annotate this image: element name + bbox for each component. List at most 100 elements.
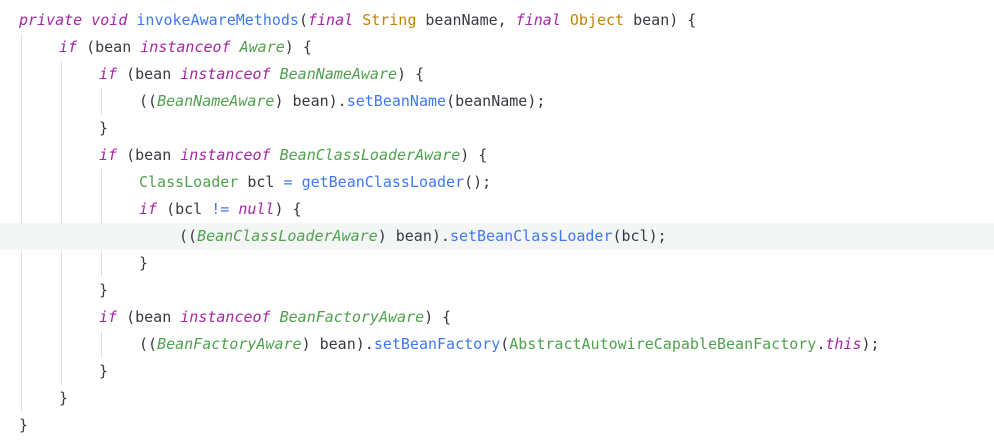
code-token: BeanFactoryAware <box>279 308 425 326</box>
code-token: ) bean). <box>377 227 450 245</box>
code-text: } <box>139 250 148 277</box>
code-token: BeanNameAware <box>157 92 275 110</box>
code-token: } <box>59 389 69 407</box>
code-line[interactable]: if (bean instanceof Aware) { <box>0 34 994 61</box>
code-line[interactable]: } <box>0 358 994 385</box>
code-token: ) bean). <box>301 335 374 353</box>
code-token: } <box>139 254 149 272</box>
code-token: } <box>99 281 109 299</box>
code-token: (bean <box>77 38 141 56</box>
code-token: private <box>19 11 83 29</box>
code-token: bcl <box>238 173 284 191</box>
code-token: != <box>211 200 230 218</box>
code-token: Aware <box>239 38 285 56</box>
code-line[interactable]: if (bcl != null) { <box>0 196 994 223</box>
code-token: final <box>308 11 354 29</box>
code-token: bean) { <box>624 11 697 29</box>
code-token: ) { <box>284 38 312 56</box>
code-text: } <box>19 412 28 439</box>
indent-guide <box>101 331 102 358</box>
code-token: String <box>362 11 417 29</box>
code-token: instanceof <box>180 146 271 164</box>
code-token: = <box>283 173 293 191</box>
code-token: final <box>515 11 561 29</box>
code-text: } <box>99 277 108 304</box>
code-token: ) { <box>460 146 488 164</box>
code-token: instanceof <box>140 38 231 56</box>
code-token: void <box>91 11 128 29</box>
code-token: ); <box>861 335 880 353</box>
code-line[interactable]: } <box>0 385 994 412</box>
code-token <box>229 200 238 218</box>
code-token: BeanClassLoaderAware <box>279 146 461 164</box>
code-token: instanceof <box>180 308 271 326</box>
code-token: ) { <box>397 65 425 83</box>
code-token <box>561 11 570 29</box>
code-token: } <box>99 362 109 380</box>
code-token: if <box>99 146 118 164</box>
code-line[interactable]: } <box>0 412 994 439</box>
code-token: ( <box>500 335 510 353</box>
indent-guide <box>101 88 102 115</box>
code-line-current[interactable]: ((BeanClassLoaderAware) bean).setBeanCla… <box>0 223 994 250</box>
code-token: ) bean). <box>274 92 347 110</box>
code-text: if (bean instanceof Aware) { <box>59 34 312 61</box>
code-text: ((BeanFactoryAware) bean).setBeanFactory… <box>139 331 880 358</box>
code-line[interactable]: ((BeanFactoryAware) bean).setBeanFactory… <box>0 331 994 358</box>
code-text: if (bean instanceof BeanNameAware) { <box>99 61 424 88</box>
code-token: invokeAwareMethods <box>136 11 299 29</box>
code-line[interactable]: ClassLoader bcl = getBeanClassLoader(); <box>0 169 994 196</box>
code-token: BeanClassLoaderAware <box>197 227 378 245</box>
code-token: (( <box>139 335 158 353</box>
code-token: Object <box>569 11 625 29</box>
code-token: if <box>99 308 118 326</box>
code-token: BeanFactoryAware <box>157 335 302 353</box>
code-token: (); <box>464 173 492 191</box>
code-text: private void invokeAwareMethods(final St… <box>19 7 696 34</box>
code-text: } <box>99 358 108 385</box>
code-token: setBeanFactory <box>373 335 501 353</box>
code-token <box>82 11 91 29</box>
code-line[interactable]: if (bean instanceof BeanFactoryAware) { <box>0 304 994 331</box>
code-line[interactable]: if (bean instanceof BeanNameAware) { <box>0 61 994 88</box>
code-line[interactable]: } <box>0 277 994 304</box>
code-token: null <box>238 200 275 218</box>
code-token: this <box>825 335 862 353</box>
code-token <box>231 38 240 56</box>
code-token: ) { <box>274 200 302 218</box>
code-token: instanceof <box>180 65 271 83</box>
code-text: if (bean instanceof BeanClassLoaderAware… <box>99 142 487 169</box>
code-text: ((BeanClassLoaderAware) bean).setBeanCla… <box>179 223 667 250</box>
code-token: } <box>99 119 109 137</box>
code-text: } <box>99 115 108 142</box>
code-token: AbstractAutowireCapableBeanFactory <box>509 335 817 353</box>
code-token: ) { <box>424 308 452 326</box>
code-token: setBeanName <box>346 92 447 110</box>
code-token: if <box>99 65 118 83</box>
code-token: (bean <box>117 308 181 326</box>
code-token <box>271 65 280 83</box>
code-text: } <box>59 385 68 412</box>
code-token: if <box>59 38 78 56</box>
code-text: if (bcl != null) { <box>139 196 302 223</box>
code-line[interactable]: ((BeanNameAware) bean).setBeanName(beanN… <box>0 88 994 115</box>
code-token: (bean <box>117 65 181 83</box>
code-token: ClassLoader <box>139 173 239 191</box>
code-line[interactable]: if (bean instanceof BeanClassLoaderAware… <box>0 142 994 169</box>
code-text: ClassLoader bcl = getBeanClassLoader(); <box>139 169 491 196</box>
code-token: if <box>139 200 158 218</box>
code-token: (bean <box>117 146 181 164</box>
code-line[interactable]: } <box>0 115 994 142</box>
code-token: getBeanClassLoader <box>301 173 465 191</box>
code-token <box>271 308 280 326</box>
code-line[interactable]: } <box>0 250 994 277</box>
code-text: ((BeanNameAware) bean).setBeanName(beanN… <box>139 88 545 115</box>
code-token: ( <box>298 11 308 29</box>
code-token <box>353 11 362 29</box>
code-token: (bcl <box>157 200 212 218</box>
code-token: setBeanClassLoader <box>449 227 613 245</box>
code-line[interactable]: private void invokeAwareMethods(final St… <box>0 7 994 34</box>
code-token: (beanName); <box>446 92 546 110</box>
code-token: . <box>816 335 826 353</box>
